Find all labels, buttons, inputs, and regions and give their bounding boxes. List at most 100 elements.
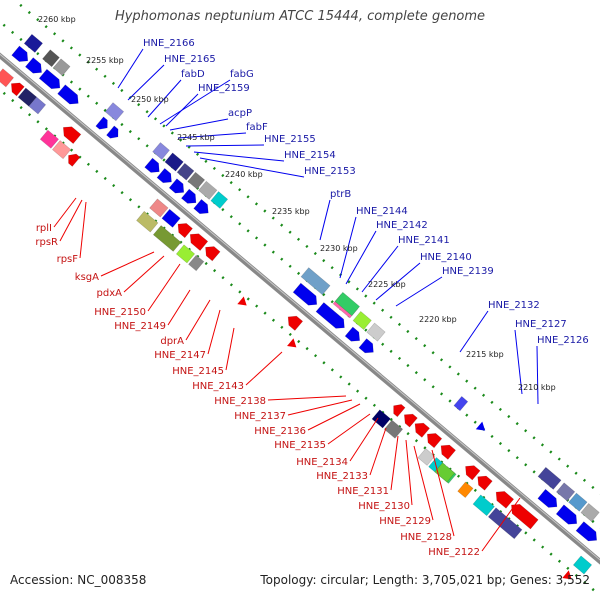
leader-line [79,201,87,259]
gene-feature-4 [38,68,61,90]
gene-feature-52 [205,246,221,262]
gene-feature-62 [440,444,457,460]
reverse-gene-label: HNE_2134 [296,457,348,468]
reverse-gene-label: rplI [36,223,52,234]
leader-line [319,199,331,241]
reverse-gene-label: HNE_2129 [379,516,431,527]
gene-feature-38 [568,492,588,512]
gene-feature-31 [366,322,386,342]
gene-feature-12 [144,157,160,173]
gene-feature-63 [371,409,391,429]
gene-feature-68 [465,465,481,481]
gene-feature-37 [555,482,576,502]
gene-feature-45 [51,140,72,160]
gene-feature-7 [42,49,60,68]
map-title: Hyphomonas neptunium ATCC 15444, complet… [114,9,486,24]
leader-line [193,151,285,162]
gene-feature-61 [426,433,443,449]
leader-line [287,399,353,416]
leader-line [327,413,371,445]
marker-arrow-2 [287,338,297,348]
reverse-gene-label: HNE_2135 [274,440,326,451]
marker-arrow-3 [475,421,486,431]
gene-feature-35 [575,521,598,542]
reverse-gene-label: HNE_2136 [254,426,306,437]
forward-gene-label: HNE_2155 [264,134,316,145]
gene-feature-41 [10,82,25,97]
leader-line [53,197,77,228]
forward-gene-label: HNE_2140 [420,252,472,263]
genome-backbone-highlight [0,53,600,561]
forward-gene-label: fabG [230,69,254,80]
gene-feature-34 [555,504,578,525]
gene-feature-19 [176,162,195,181]
forward-gene-label: HNE_2165 [164,54,216,65]
gene-feature-58 [393,404,406,418]
forward-gene-label: HNE_2166 [143,38,195,49]
position-label: 2210 kbp [518,383,556,392]
leader-line [369,427,387,476]
leader-line [225,327,235,371]
leader-line [177,132,247,139]
gene-feature-46 [68,153,81,167]
reverse-gene-label: ksgA [75,272,99,283]
gene-feature-39 [580,502,600,523]
gene-feature-13 [156,167,172,184]
gene-feature-75 [487,507,523,540]
leader-line [123,255,165,293]
forward-gene-label: fabD [181,69,205,80]
gene-feature-33 [537,488,558,508]
position-label: 2215 kbp [466,350,504,359]
leader-line [185,144,265,147]
leader-line [405,439,413,506]
reverse-gene-label: rpsF [57,254,79,265]
leader-line [147,79,182,118]
leader-line [413,445,434,521]
gene-feature-11 [104,102,125,122]
gene-layer [0,33,600,580]
reverse-gene-label: HNE_2150 [94,307,146,318]
gene-feature-23 [292,282,318,306]
reverse-gene-label: HNE_2138 [214,396,266,407]
position-label: 2235 kbp [272,207,310,216]
leader-line [59,199,83,242]
leader-line [395,276,443,307]
reverse-gene-label: HNE_2145 [172,366,224,377]
position-label: 2245 kbp [177,133,215,142]
gene-feature-29 [334,291,361,317]
forward-gene-label: HNE_2144 [356,206,408,217]
leader-line [459,310,489,353]
gene-feature-27 [300,267,331,296]
forward-gene-label: HNE_2153 [304,166,356,177]
leader-line [207,309,221,355]
gene-feature-76 [572,555,593,575]
marker-arrow-4 [562,570,572,580]
gene-feature-73 [511,503,539,530]
leader-line [390,435,399,491]
gene-feature-10 [106,125,119,139]
gene-feature-5 [57,84,79,105]
gene-feature-65 [417,448,436,466]
gene-feature-57 [287,315,304,331]
leader-line [159,79,231,125]
gene-feature-40 [0,68,15,88]
gene-feature-18 [164,152,184,172]
reverse-gene-label: HNE_2143 [192,381,244,392]
gene-feature-20 [187,171,206,190]
gene-feature-14 [168,178,185,194]
position-label: 2250 kbp [131,95,169,104]
leader-line [245,351,283,386]
reverse-gene-label: HNE_2128 [400,532,452,543]
reverse-gene-label: HNE_2133 [316,471,368,482]
gene-feature-48 [149,198,169,218]
position-label: 2220 kbp [419,315,457,324]
leader-line [169,118,229,131]
gene-feature-49 [161,208,181,228]
forward-gene-label: HNE_2159 [198,83,250,94]
leader-line [536,345,539,405]
leader-line [345,230,377,285]
position-label: 2225 kbp [368,280,406,289]
gene-feature-2 [11,45,29,62]
